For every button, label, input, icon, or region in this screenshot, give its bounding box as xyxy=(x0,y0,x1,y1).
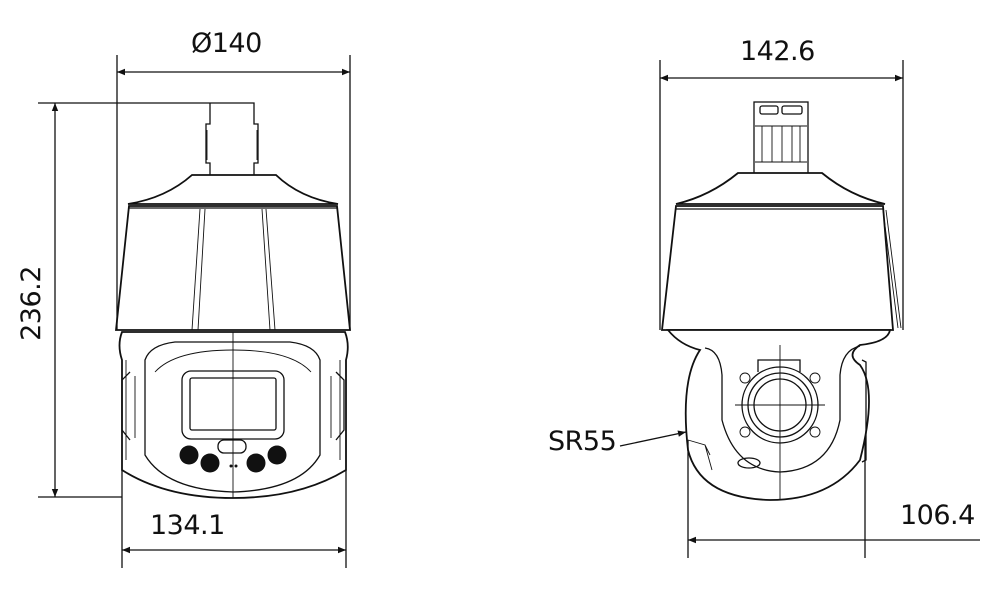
side-base-width-label: 106.4 xyxy=(900,500,975,531)
front-view-camera xyxy=(115,102,351,499)
side-dimensions xyxy=(619,60,980,558)
front-base-width-label: 134.1 xyxy=(150,510,225,541)
side-view-camera xyxy=(660,101,902,501)
side-width-label: 142.6 xyxy=(740,36,815,67)
front-height-label: 236.2 xyxy=(15,266,47,341)
side-radius-label: SR55 xyxy=(548,426,617,457)
front-dimensions xyxy=(38,55,351,568)
front-diameter-label: Ø140 xyxy=(191,28,262,59)
